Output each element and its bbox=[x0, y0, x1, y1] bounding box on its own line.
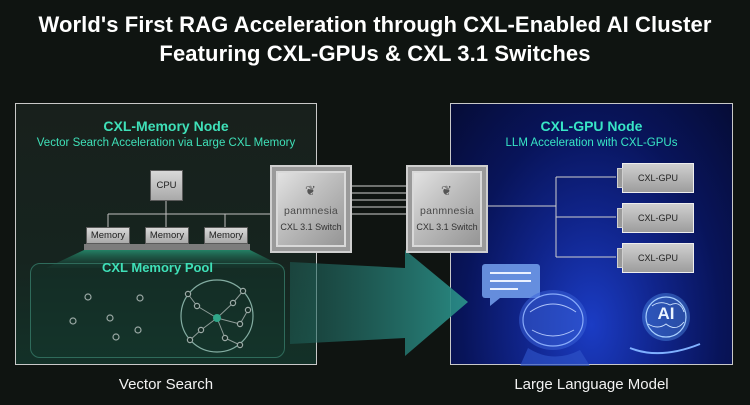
switch-links bbox=[351, 185, 406, 215]
memory-module-2: Memory bbox=[145, 227, 189, 244]
cpu-memory-bus bbox=[107, 200, 272, 227]
gpu-label: CXL-GPU bbox=[637, 173, 678, 183]
switch-brand: panmnesia bbox=[419, 205, 475, 217]
vector-query-node bbox=[213, 314, 221, 322]
gpu-links bbox=[488, 176, 616, 258]
memory-label: Memory bbox=[149, 230, 185, 241]
memory-label: Memory bbox=[90, 230, 126, 241]
flow-arrow bbox=[290, 250, 468, 356]
cpu-label: CPU bbox=[156, 180, 177, 191]
switch-model: CXL 3.1 Switch bbox=[280, 222, 342, 232]
robot-head-icon bbox=[519, 290, 590, 366]
cxl-memory-node-title: CXL-Memory Node bbox=[103, 118, 229, 134]
cxl-memory-node-subtitle: Vector Search Acceleration via Large CXL… bbox=[36, 137, 296, 149]
vector-points bbox=[69, 293, 144, 341]
large-language-model-caption: Large Language Model bbox=[514, 376, 669, 393]
ai-brain-icon bbox=[629, 293, 701, 355]
memory-module-1: Memory bbox=[86, 227, 130, 244]
panmnesia-logo-icon: ❦ bbox=[441, 183, 452, 198]
cxl-gpu-node-title: CXL-GPU Node bbox=[540, 118, 643, 134]
cxl-gpu-node-subtitle: LLM Acceleration with CXL-GPUs bbox=[505, 137, 678, 149]
title-line-1: World's First RAG Acceleration through C… bbox=[38, 12, 712, 37]
switch-brand: panmnesia bbox=[283, 205, 339, 217]
cpu-chip: CPU bbox=[150, 170, 183, 201]
memory-bus-bar bbox=[84, 244, 250, 250]
vector-graph-ring bbox=[180, 279, 254, 353]
cxl-gpu-card-1: CXL-GPU bbox=[617, 163, 694, 193]
cxl-switch-1: ❦ panmnesia CXL 3.1 Switch bbox=[270, 165, 352, 253]
page-title: World's First RAG Acceleration through C… bbox=[0, 10, 750, 68]
cxl-memory-pool: CXL Memory Pool bbox=[30, 260, 285, 358]
memory-label: Memory bbox=[208, 230, 244, 241]
cxl-switch-2: ❦ panmnesia CXL 3.1 Switch bbox=[406, 165, 488, 253]
switch-model: CXL 3.1 Switch bbox=[416, 222, 478, 232]
memory-module-3: Memory bbox=[204, 227, 248, 244]
gpu-label: CXL-GPU bbox=[637, 253, 678, 263]
cxl-memory-pool-label: CXL Memory Pool bbox=[101, 260, 213, 275]
title-line-2: Featuring CXL-GPUs & CXL 3.1 Switches bbox=[159, 41, 591, 66]
gpu-label: CXL-GPU bbox=[637, 213, 678, 223]
cxl-gpu-card-3: CXL-GPU bbox=[617, 243, 694, 273]
cxl-memory-node-panel: CXL-Memory Node Vector Search Accelerati… bbox=[15, 103, 317, 365]
cxl-gpu-card-2: CXL-GPU bbox=[617, 203, 694, 233]
vector-search-caption: Vector Search bbox=[118, 376, 214, 393]
vector-graph-nodes bbox=[184, 287, 252, 349]
chat-bubble-icon bbox=[482, 264, 540, 306]
panmnesia-logo-icon: ❦ bbox=[305, 183, 316, 198]
ai-label: AI bbox=[657, 304, 675, 323]
